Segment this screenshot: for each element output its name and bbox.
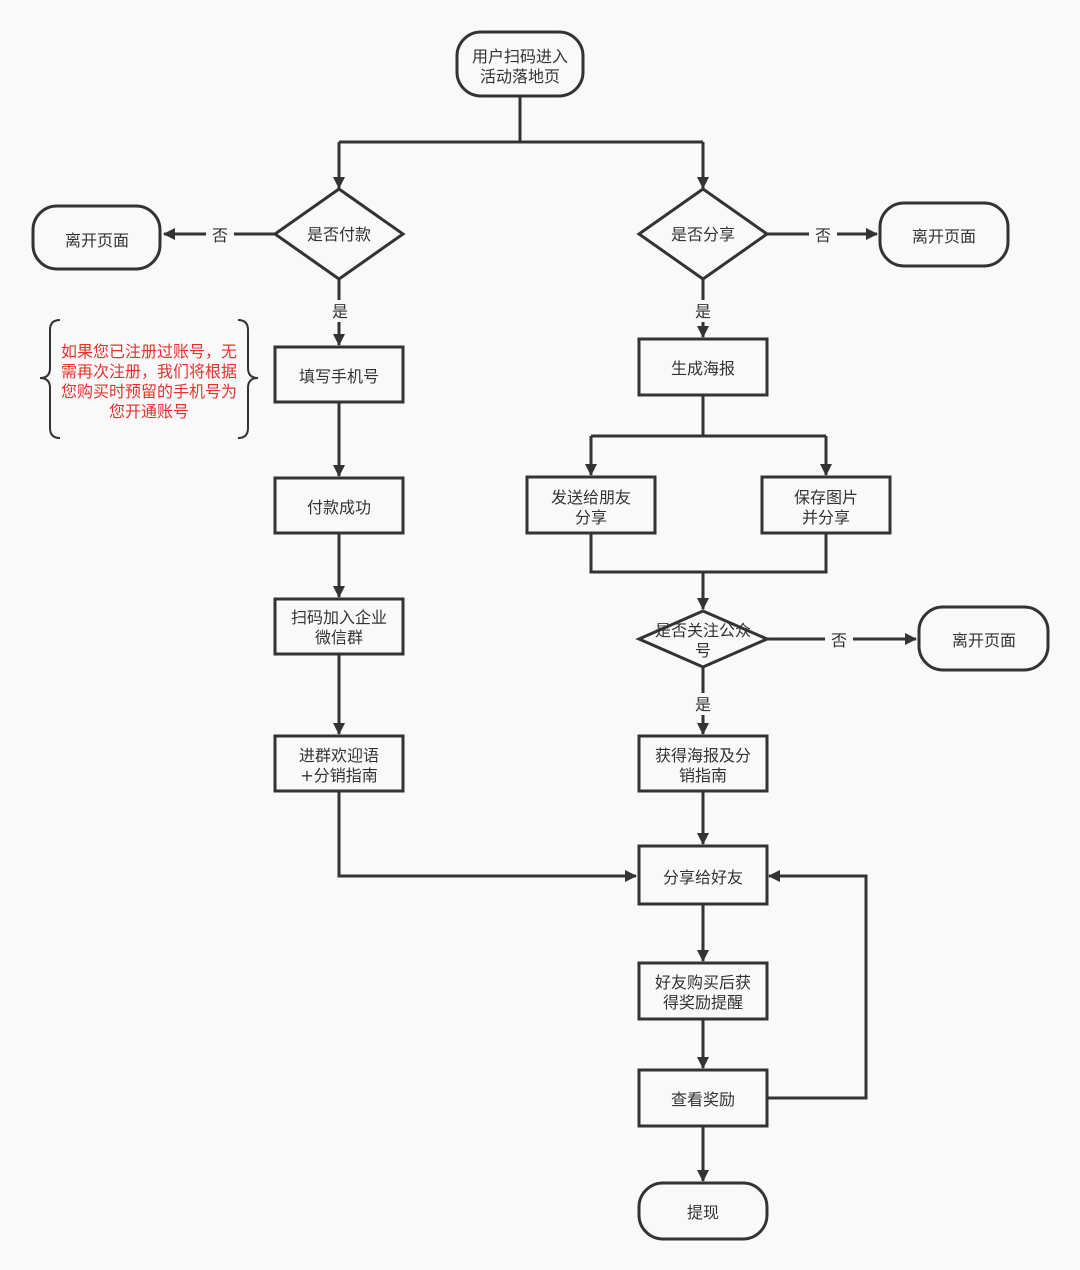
label-pay-no: 否 — [212, 226, 228, 245]
friend-buy-text-line1: 好友购买后获 — [655, 973, 751, 992]
svg-text:活动落地页: 活动落地页 — [480, 67, 560, 86]
send-friend-text-line1: 发送给朋友 — [551, 488, 631, 507]
svg-text:保存图片: 保存图片 — [794, 488, 858, 507]
svg-text:是否分享: 是否分享 — [671, 225, 735, 244]
share-friend-node — [637, 844, 769, 906]
svg-text:分享: 分享 — [575, 508, 607, 527]
edge-labels: 否 是 否 是 否 是 — [206, 224, 853, 715]
nodes: 用户扫码进入 活动落地页 是否付款 离开页面 填写手机号 付款成功 扫码加入企业… — [31, 30, 1050, 1241]
leave-page-right-mid-text: 离开页面 — [952, 631, 1016, 650]
save-image-text-line2: 并分享 — [802, 508, 850, 527]
share-decision-diamond — [636, 187, 770, 281]
get-poster-text-line1: 获得海报及分 — [655, 746, 751, 765]
fill-phone-text: 填写手机号 — [299, 367, 379, 386]
svg-text:好友购买后获: 好友购买后获 — [655, 973, 751, 992]
svg-text:发送给朋友: 发送给朋友 — [551, 488, 631, 507]
welcome-text-line1: 进群欢迎语 — [299, 746, 379, 765]
get-poster-node — [637, 734, 769, 793]
svg-text:号: 号 — [695, 641, 711, 660]
edge-merge-to-follow — [589, 533, 828, 609]
pay-decision-diamond — [272, 187, 406, 281]
scan-join-text-line2: 微信群 — [315, 628, 363, 647]
edge-welcome-to-share — [337, 791, 637, 882]
svg-text:+分销指南: +分销指南 — [300, 766, 377, 785]
welcome-text-line2: +分销指南 — [300, 766, 377, 785]
pay-success-text: 付款成功 — [307, 498, 371, 517]
note-right-brace — [237, 319, 259, 439]
svg-text:如果您已注册过账号，无: 如果您已注册过账号，无 — [61, 342, 237, 361]
note-line-2: 需再次注册，我们将根据 — [61, 362, 237, 381]
svg-text:填写手机号: 填写手机号 — [299, 367, 379, 386]
svg-text:是否关注公众: 是否关注公众 — [655, 621, 751, 640]
svg-text:生成海报: 生成海报 — [671, 359, 735, 378]
share-friend-text: 分享给好友 — [663, 868, 743, 887]
send-friend-node — [525, 475, 657, 535]
svg-text:微信群: 微信群 — [315, 628, 363, 647]
label-pay-yes: 是 — [332, 302, 348, 321]
welcome-node — [273, 734, 405, 793]
svg-text:分享给好友: 分享给好友 — [663, 868, 743, 887]
scan-join-group-node — [273, 597, 405, 656]
start-node — [455, 30, 585, 98]
leave-page-right-top-node — [878, 201, 1010, 268]
withdraw-text: 提现 — [687, 1203, 719, 1222]
edge-poster-split — [591, 395, 826, 438]
label-follow-yes: 是 — [695, 695, 711, 714]
view-reward-node — [637, 1068, 769, 1128]
label-follow-no: 否 — [831, 631, 847, 650]
label-share-no: 否 — [815, 226, 831, 245]
follow-decision-text-line1: 是否关注公众 — [655, 621, 751, 640]
svg-text:提现: 提现 — [687, 1203, 719, 1222]
svg-text:离开页面: 离开页面 — [65, 231, 129, 250]
follow-decision-text-line2: 号 — [695, 641, 711, 660]
leave-page-left-node — [31, 204, 162, 271]
svg-text:销指南: 销指南 — [679, 766, 727, 785]
note-left-brace — [39, 319, 61, 439]
svg-text:付款成功: 付款成功 — [307, 498, 371, 517]
svg-text:您开通账号: 您开通账号 — [109, 402, 189, 421]
svg-text:需再次注册，我们将根据: 需再次注册，我们将根据 — [61, 362, 237, 381]
svg-text:得奖励提醒: 得奖励提醒 — [663, 993, 743, 1012]
note-line-1: 如果您已注册过账号，无 — [61, 342, 237, 361]
svg-text:扫码加入企业: 扫码加入企业 — [291, 608, 387, 627]
scan-join-text-line1: 扫码加入企业 — [291, 608, 387, 627]
svg-text:离开页面: 离开页面 — [952, 631, 1016, 650]
view-reward-text: 查看奖励 — [671, 1090, 735, 1109]
friend-buy-text-line2: 得奖励提醒 — [663, 993, 743, 1012]
svg-text:查看奖励: 查看奖励 — [671, 1090, 735, 1109]
svg-text:是否付款: 是否付款 — [307, 225, 371, 244]
fill-phone-node — [273, 345, 405, 404]
pay-decision-text: 是否付款 — [307, 225, 371, 244]
svg-text:并分享: 并分享 — [802, 508, 850, 527]
label-share-yes: 是 — [695, 302, 711, 321]
edge-start-split — [339, 96, 703, 144]
save-image-node — [760, 475, 892, 535]
generate-poster-text: 生成海报 — [671, 359, 735, 378]
svg-text:离开页面: 离开页面 — [912, 227, 976, 246]
note-line-4: 您开通账号 — [109, 402, 189, 421]
friend-buy-node — [637, 961, 769, 1021]
note-line-3: 您购买时预留的手机号为 — [61, 382, 237, 401]
follow-decision-diamond — [635, 609, 771, 669]
registration-note: 如果您已注册过账号，无 需再次注册，我们将根据 您购买时预留的手机号为 您开通账… — [39, 319, 259, 439]
share-decision-text: 是否分享 — [671, 225, 735, 244]
leave-page-left-text: 离开页面 — [65, 231, 129, 250]
edges — [163, 96, 917, 1182]
save-image-text-line1: 保存图片 — [794, 488, 858, 507]
withdraw-node — [637, 1181, 769, 1241]
edge-view-loop — [767, 870, 868, 1100]
get-poster-text-line2: 销指南 — [679, 766, 727, 785]
leave-page-right-top-text: 离开页面 — [912, 227, 976, 246]
svg-text:进群欢迎语: 进群欢迎语 — [299, 746, 379, 765]
start-text-line1: 用户扫码进入 — [472, 47, 568, 66]
start-text-line2: 活动落地页 — [480, 67, 560, 86]
svg-text:获得海报及分: 获得海报及分 — [655, 746, 751, 765]
svg-text:用户扫码进入: 用户扫码进入 — [472, 47, 568, 66]
generate-poster-node — [637, 337, 769, 397]
leave-page-right-mid-node — [917, 605, 1050, 672]
send-friend-text-line2: 分享 — [575, 508, 607, 527]
pay-success-node — [273, 476, 405, 535]
svg-text:您购买时预留的手机号为: 您购买时预留的手机号为 — [61, 382, 237, 401]
